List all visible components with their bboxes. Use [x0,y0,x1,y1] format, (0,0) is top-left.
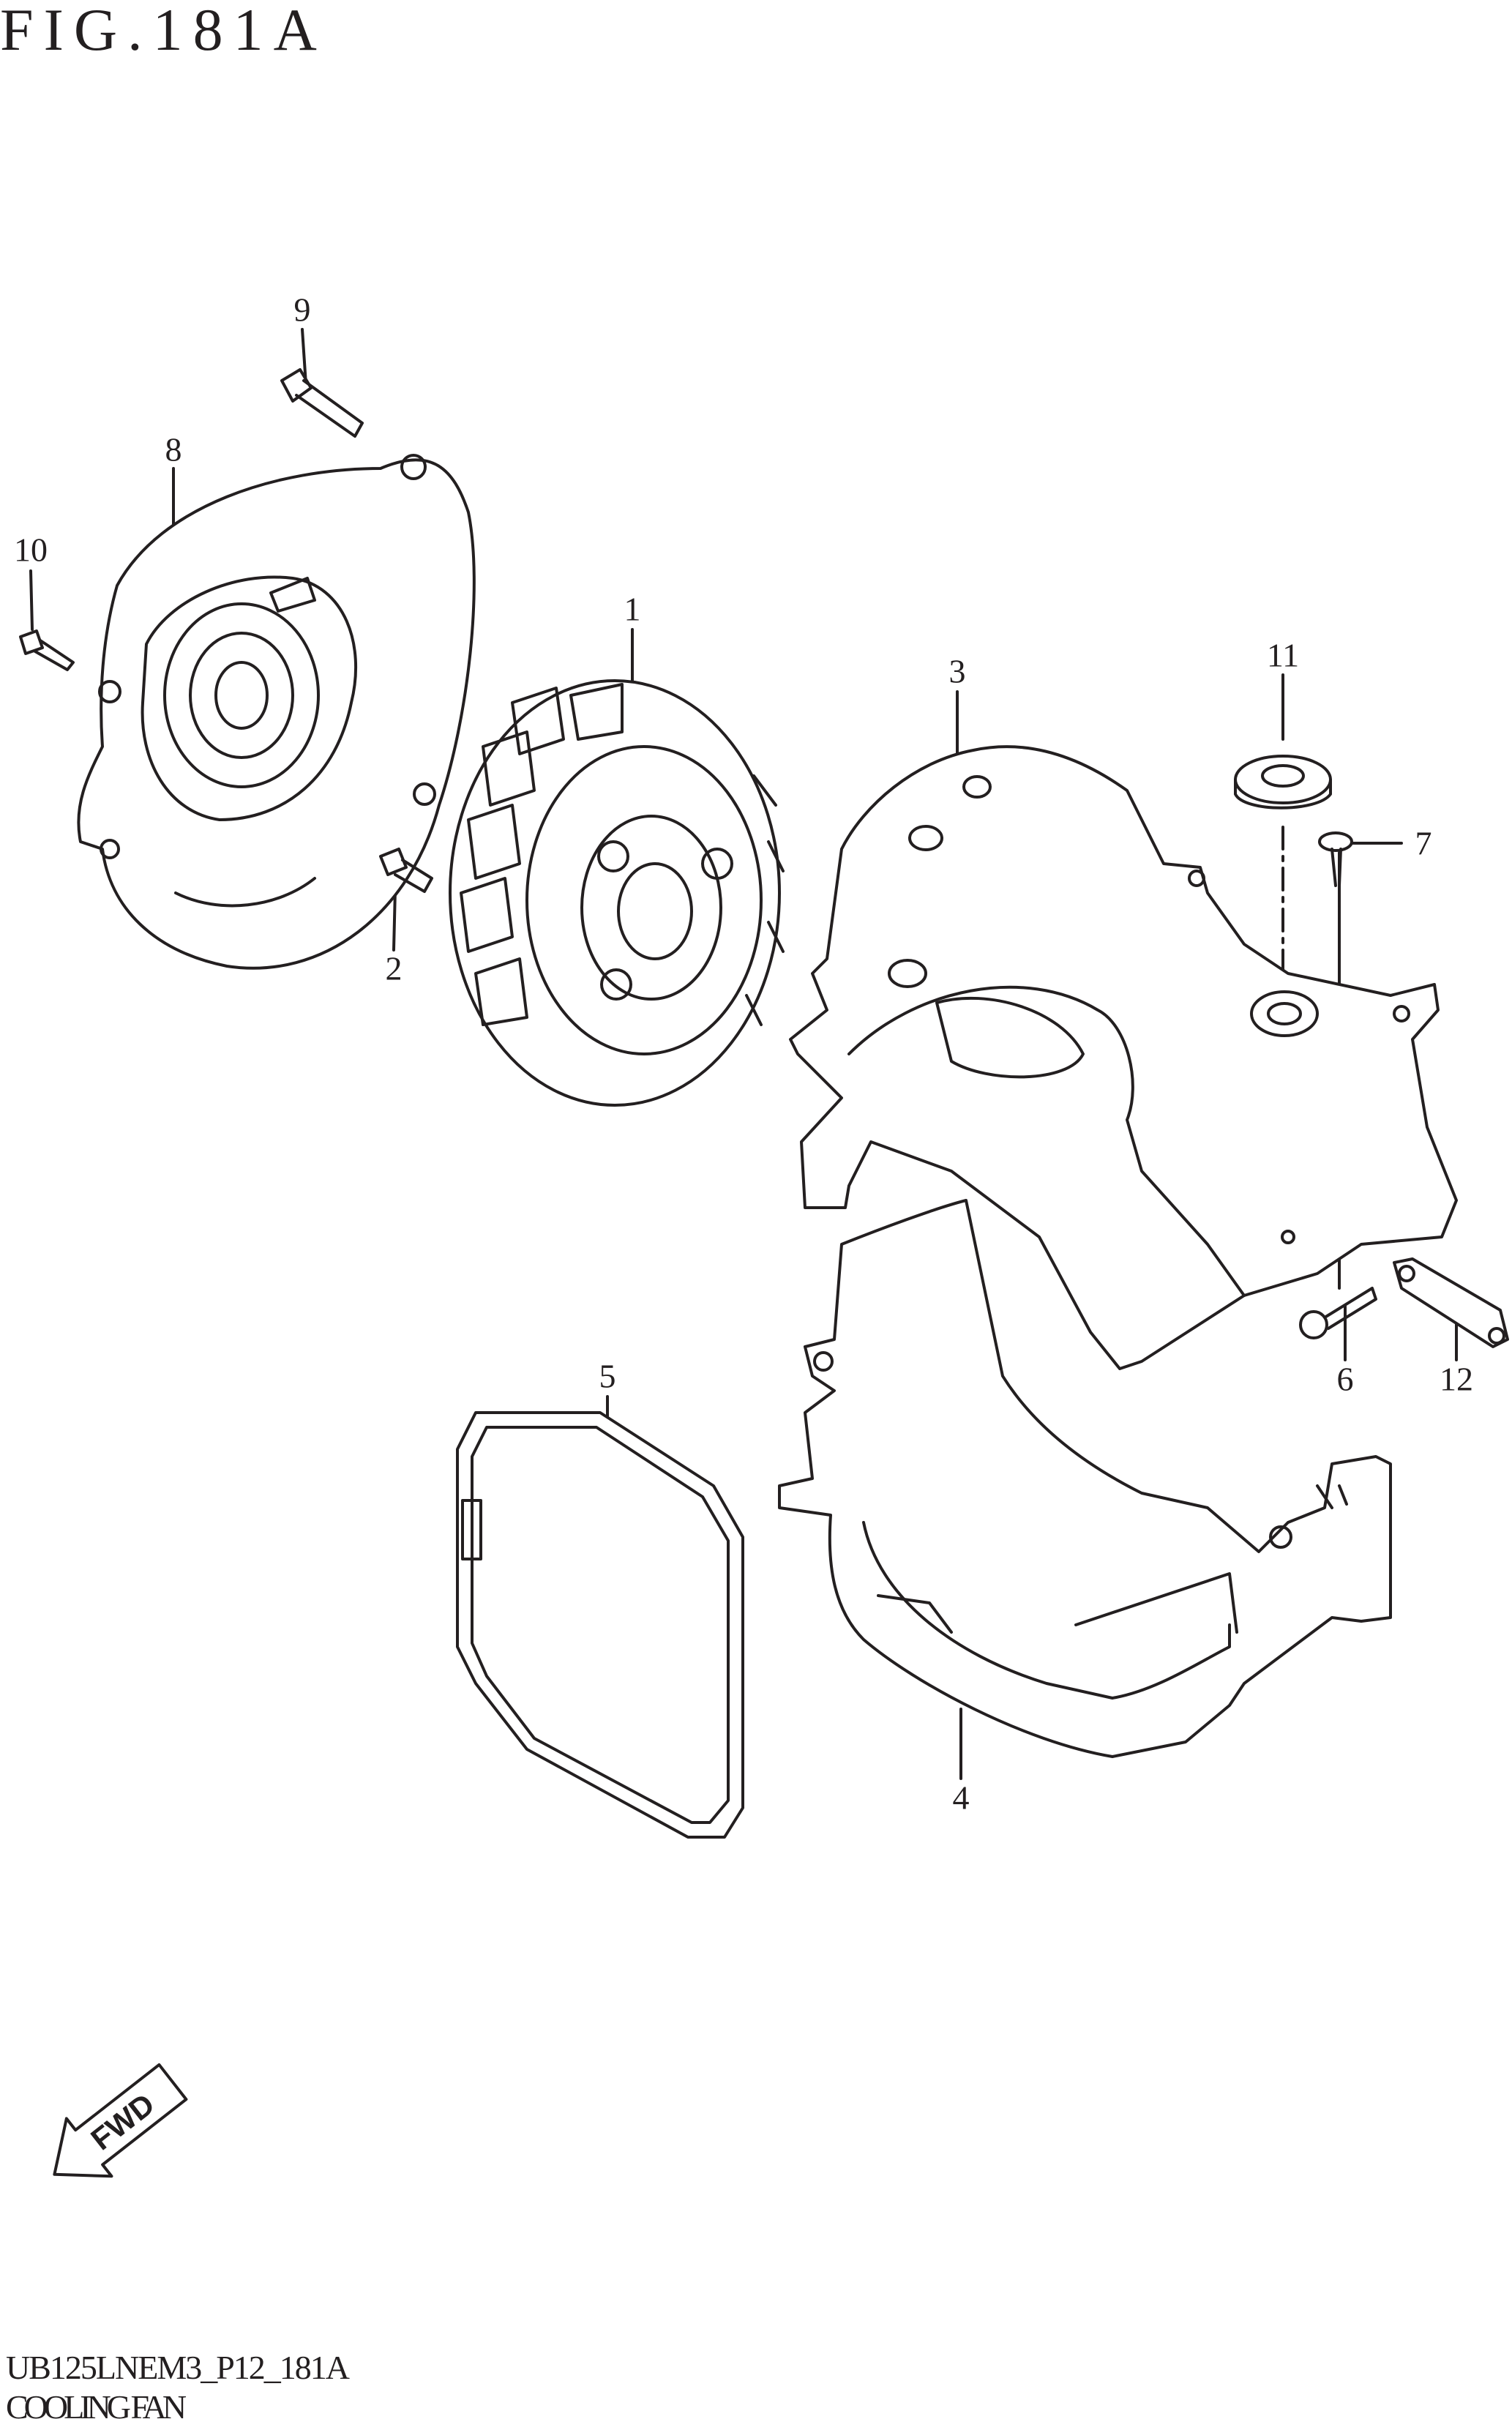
callout-11: 11 [1266,636,1300,674]
part-5-gasket [456,1411,744,1839]
callout-8: 8 [165,430,182,468]
callout-4: 4 [952,1779,970,1817]
callout-10: 10 [14,531,48,569]
part-10-screw [19,629,75,671]
callout-2: 2 [385,949,403,987]
callout-3: 3 [948,652,966,690]
part-3-shroud [789,745,1458,1370]
callout-5: 5 [599,1357,616,1395]
part-1-cooling-fan [449,679,785,1107]
callout-7: 7 [1415,824,1432,862]
part-2-bolt [379,848,433,893]
diagram-caption: COOLING FAN [6,2388,187,2426]
callout-1: 1 [624,590,641,628]
part-4-duct [778,1199,1392,1758]
fwd-direction-arrow: FWD [53,2063,188,2178]
part-9-bolt [280,368,364,438]
part-11-grommet [1234,755,1332,810]
part-8-fan-cover [77,454,476,970]
figure-title: FIG.181A [0,0,327,63]
part-7-screw [1318,831,1353,887]
callout-9: 9 [293,291,311,329]
diagram-code: UB125LNEM3_P12_181A [6,2349,350,2386]
part-12-clamp [1393,1257,1509,1348]
part-6-screw [1299,1287,1377,1339]
callout-6: 6 [1336,1360,1354,1398]
callout-12: 12 [1440,1360,1473,1398]
